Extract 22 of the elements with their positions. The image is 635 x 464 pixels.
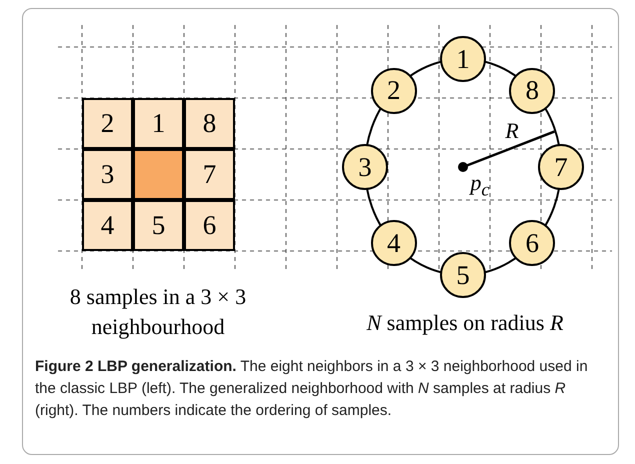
right-panel-caption: N samples on radius R — [366, 310, 564, 336]
sample-circle: 1 — [440, 36, 486, 82]
radius-label: R — [504, 118, 520, 144]
numbered-cell: 3 — [82, 149, 133, 200]
left-panel-caption: 8 samples in a 3 × 3 neighbourhood — [68, 283, 248, 341]
sample-circle: 2 — [370, 68, 417, 114]
numbered-cell: 1 — [133, 98, 184, 149]
sample-circle: 6 — [509, 220, 556, 266]
center-label: p$_{c}$ — [468, 170, 491, 200]
numbered-cell: 6 — [184, 200, 235, 251]
sample-circle: 8 — [509, 68, 556, 114]
center-cell — [133, 149, 184, 200]
sample-circle: 3 — [342, 144, 388, 190]
numbered-cell: 8 — [184, 98, 235, 149]
numbered-cell: 4 — [82, 200, 133, 251]
sample-circle: 4 — [370, 220, 417, 266]
sample-circle: 5 — [440, 252, 486, 298]
numbered-cell: 7 — [184, 149, 235, 200]
figure-caption: Figure 2 LBP generalization. The eight neighbors in a 3 × 3 neighborhood used in the classic LBP (left). The generalized neighborhood with N samples at radius R (right). The numbers indicate the ordering of samples. — [35, 357, 589, 421]
sample-circle: 7 — [538, 144, 584, 190]
numbered-cell: 5 — [133, 200, 184, 251]
numbered-cell: 2 — [82, 98, 133, 149]
